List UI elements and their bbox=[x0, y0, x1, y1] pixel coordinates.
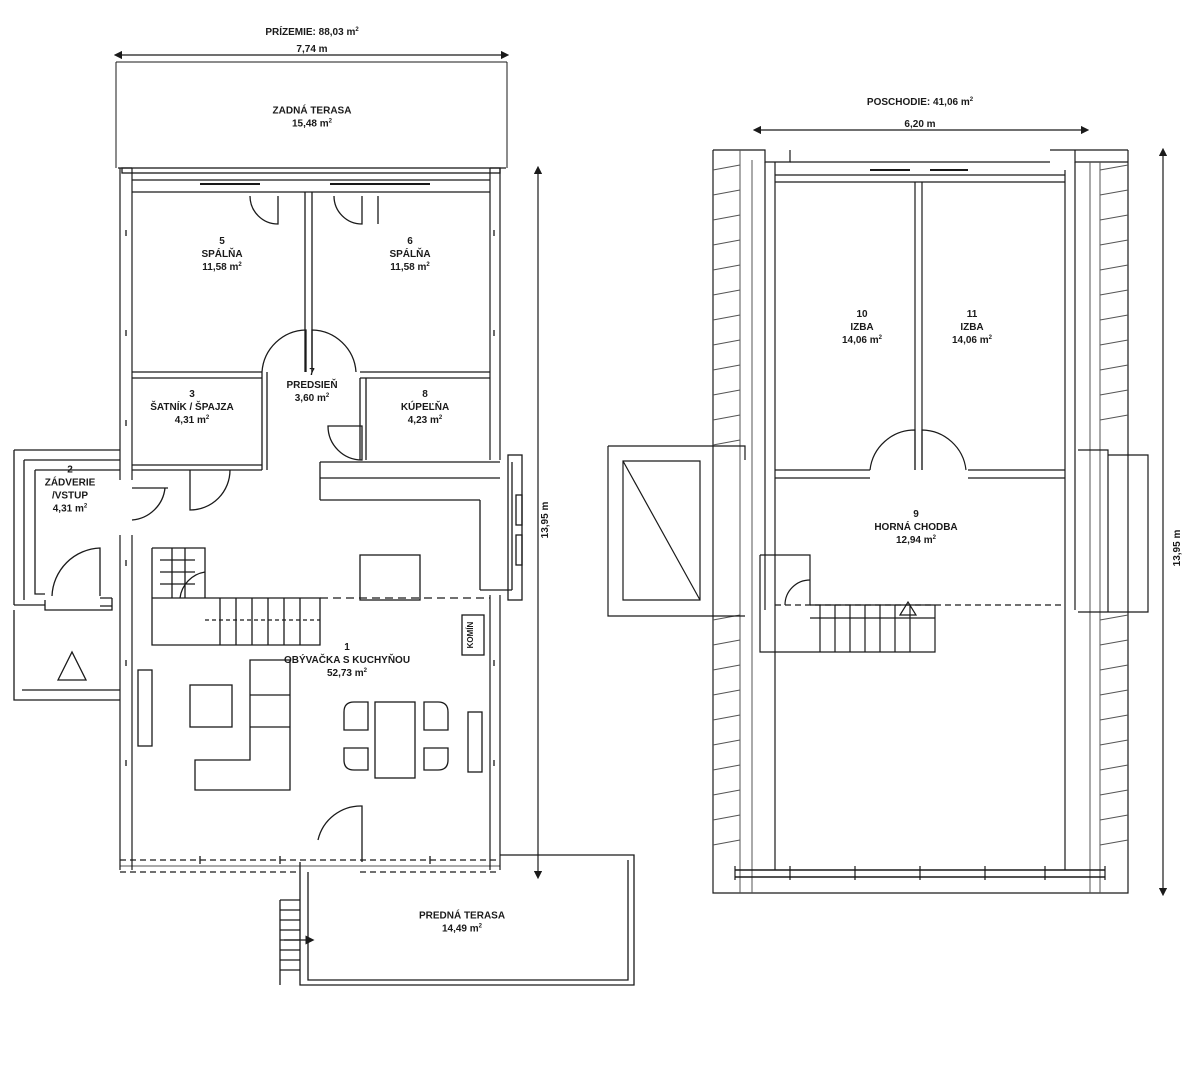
room-r2-name: ZÁDVERIE bbox=[45, 476, 96, 489]
room-r3-name: ŠATNÍK / ŠPAJZA bbox=[150, 400, 234, 413]
upper-dimensions bbox=[752, 125, 1168, 897]
chimney-label: KOMÍN bbox=[466, 621, 475, 648]
upper-labels: POSCHODIE: 41,06 m2 6,20 m 13,95 m bbox=[867, 97, 1183, 566]
room-r2-name2: /VSTUP bbox=[52, 491, 88, 502]
room-r2-num: 2 bbox=[67, 465, 73, 476]
room-r6-num: 6 bbox=[407, 236, 413, 247]
room-r3-num: 3 bbox=[189, 389, 195, 400]
room-r1-name: OBÝVAČKA S KUCHYŇOU bbox=[284, 653, 410, 666]
ground-width-dim: 7,74 m bbox=[296, 44, 327, 55]
room-r8-name: KÚPEĽŇA bbox=[401, 400, 449, 413]
room-r8-area: 4,23 m2 bbox=[408, 415, 443, 426]
room-r5-area: 11,58 m2 bbox=[202, 262, 242, 273]
room-r10-name: IZBA bbox=[850, 322, 873, 333]
room-r10-area: 14,06 m2 bbox=[842, 335, 883, 346]
upper-floor-plan bbox=[607, 149, 1149, 894]
room-r11-name: IZBA bbox=[960, 322, 983, 333]
ground-title: PRÍZEMIE: 88,03 m2 bbox=[265, 25, 359, 38]
room-rear_terrace-name: ZADNÁ TERASA bbox=[273, 104, 352, 117]
room-r3-area: 4,31 m2 bbox=[175, 415, 210, 426]
room-r6-name: SPÁLŇA bbox=[389, 247, 430, 260]
room-r5-name: SPÁLŇA bbox=[201, 247, 242, 260]
room-r1-num: 1 bbox=[344, 642, 350, 653]
ground-floor-plan bbox=[13, 61, 635, 986]
ground-dimensions bbox=[113, 50, 543, 880]
room-r5-num: 5 bbox=[219, 236, 225, 247]
upper-width-dim: 6,20 m bbox=[904, 119, 935, 130]
room-r8-num: 8 bbox=[422, 389, 428, 400]
roof-hatch-right bbox=[1089, 162, 1129, 893]
room-r2-area: 4,31 m2 bbox=[53, 504, 88, 515]
room-front_terrace-name: PREDNÁ TERASA bbox=[419, 909, 505, 922]
room-r1-area: 52,73 m2 bbox=[327, 668, 368, 679]
room-r9-area: 12,94 m2 bbox=[896, 535, 937, 546]
roof-hatch-left bbox=[712, 150, 753, 893]
room-r9-num: 9 bbox=[913, 509, 919, 520]
room-r7-name: PREDSIEŇ bbox=[286, 378, 337, 391]
room-r9-name: HORNÁ CHODBA bbox=[874, 520, 957, 533]
upper-title: POSCHODIE: 41,06 m2 bbox=[867, 97, 974, 108]
upper-height-dim: 13,95 m bbox=[1172, 530, 1183, 567]
room-r7-area: 3,60 m2 bbox=[295, 393, 330, 404]
room-r6-area: 11,58 m2 bbox=[390, 262, 430, 273]
ground-height-dim: 13,95 m bbox=[540, 502, 551, 539]
room-r11-area: 14,06 m2 bbox=[952, 335, 993, 346]
room-front_terrace-area: 14,49 m2 bbox=[442, 924, 483, 935]
ground-labels: PRÍZEMIE: 88,03 m2 7,74 m 13,95 m KOMÍN bbox=[265, 25, 551, 648]
room-r7-num: 7 bbox=[309, 367, 315, 378]
room-r11-num: 11 bbox=[967, 309, 978, 320]
room-r10-num: 10 bbox=[856, 309, 868, 320]
room-rear_terrace-area: 15,48 m2 bbox=[292, 119, 333, 130]
